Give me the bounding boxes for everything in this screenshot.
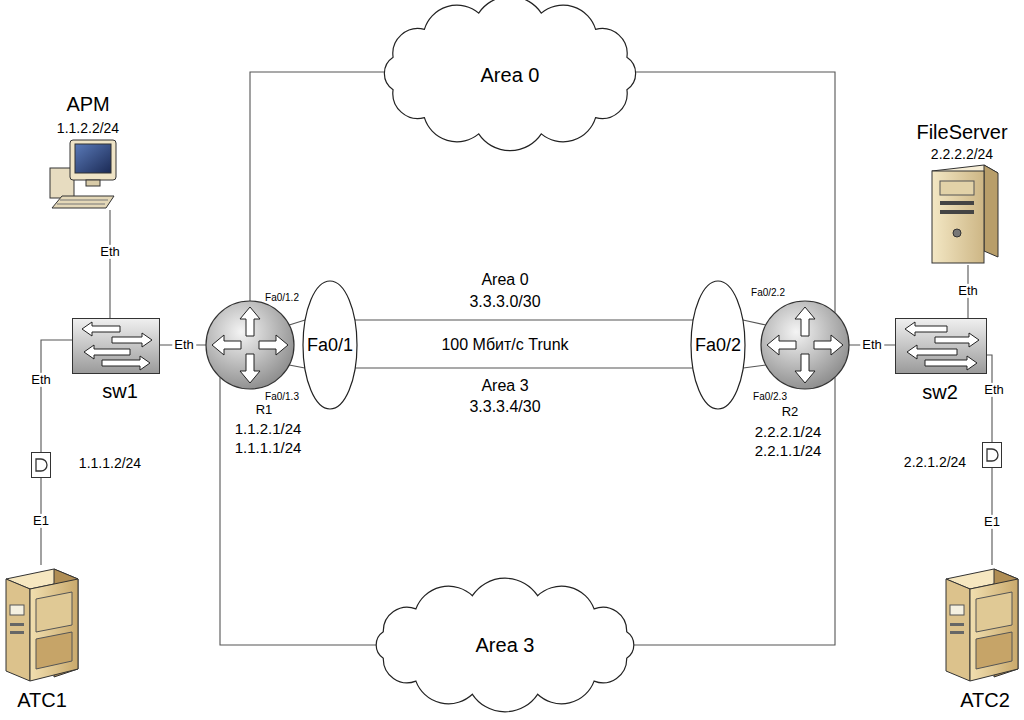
node-title: Fa0/1 <box>307 335 353 356</box>
port-label: Eth <box>172 338 196 352</box>
gateway-device-outline <box>982 442 1002 468</box>
link-line <box>355 367 693 368</box>
node-title: FileServer <box>916 121 1007 144</box>
link-line <box>109 210 110 318</box>
node-address: 2.2.1.1/24 <box>755 442 822 459</box>
interface-ellipse: Fa0/2 <box>690 280 746 410</box>
port-label: E1 <box>982 515 1002 529</box>
link-line <box>743 320 766 325</box>
node-address: 2.2.2.2/24 <box>931 146 993 162</box>
pbx-icon-outline <box>2 565 82 683</box>
link-line <box>355 319 693 320</box>
server-icon-outline <box>922 165 1000 265</box>
gateway-device-outline <box>31 452 51 478</box>
cloud-area: Area 0 <box>380 2 640 145</box>
link-line <box>289 365 305 368</box>
workstation-icon-outline <box>48 140 124 210</box>
node-title: sw2 <box>922 381 958 404</box>
link-label: 100 Мбит/с Trunk <box>441 336 568 354</box>
link-line <box>41 340 72 452</box>
link-line <box>743 365 766 368</box>
node-title: R1 <box>256 403 273 418</box>
router-icon-outline <box>205 300 295 390</box>
link-line <box>289 320 305 325</box>
port-label: Eth <box>860 338 884 352</box>
node-address: 1.1.2.2/24 <box>57 120 119 136</box>
switch-icon-outline <box>72 318 160 374</box>
gateway-device: 1.1.1.2/24 <box>31 452 51 478</box>
link-label: Fa0/2.2 <box>751 287 785 299</box>
node-address: 1.1.2.1/24 <box>235 420 302 437</box>
workstation-icon: АРМ1.1.2.2/24 <box>48 140 124 210</box>
port-label: E1 <box>31 514 51 528</box>
link-label: Fa0/1.2 <box>265 292 299 304</box>
node-title: Area 0 <box>481 64 540 87</box>
node-title: Area 3 <box>476 634 535 657</box>
link-line <box>634 377 835 645</box>
node-address: 1.1.1.1/24 <box>235 439 302 456</box>
port-label: Eth <box>98 245 122 259</box>
gateway-device: 2.2.1.2/24 <box>982 442 1002 468</box>
link-label: Fa0/1.3 <box>265 391 299 403</box>
pbx-icon: АТС2 <box>942 565 1022 683</box>
interface-ellipse: Fa0/1 <box>302 280 358 410</box>
port-label: Eth <box>29 373 53 387</box>
node-title: sw1 <box>102 380 138 403</box>
server-icon: FileServer2.2.2.2/24 <box>922 165 1000 265</box>
switch-icon: sw2 <box>895 318 987 374</box>
link-label: 3.3.3.4/30 <box>469 398 540 416</box>
link-label: Fa0/2.3 <box>753 391 787 403</box>
node-title: АРМ <box>66 93 109 116</box>
node-title: Fa0/2 <box>695 335 741 356</box>
link-label: Area 3 <box>481 377 528 395</box>
link-line <box>250 72 386 301</box>
router-icon: R11.1.2.1/241.1.1.1/24 <box>205 300 295 390</box>
router-icon-outline <box>760 300 850 390</box>
pbx-icon: АТС1 <box>2 565 82 683</box>
node-title: 2.2.1.2/24 <box>904 454 966 470</box>
link-label: 3.3.3.0/30 <box>469 293 540 311</box>
router-icon: R22.2.2.1/242.2.1.1/24 <box>760 300 850 390</box>
switch-icon: sw1 <box>72 318 160 374</box>
node-title: АТС2 <box>960 689 1010 712</box>
node-address: 2.2.2.1/24 <box>755 423 822 440</box>
node-title: R2 <box>782 405 799 420</box>
port-label: Eth <box>982 383 1006 397</box>
link-label: Area 0 <box>481 271 528 289</box>
cloud-area: Area 3 <box>370 585 640 705</box>
port-label: Eth <box>956 284 980 298</box>
node-title: 1.1.1.2/24 <box>79 455 141 471</box>
switch-icon-outline <box>895 318 987 374</box>
pbx-icon-outline <box>942 565 1022 683</box>
node-title: АТС1 <box>17 689 67 712</box>
link-line <box>220 377 376 645</box>
link-line <box>634 72 835 313</box>
link-line <box>987 355 992 442</box>
